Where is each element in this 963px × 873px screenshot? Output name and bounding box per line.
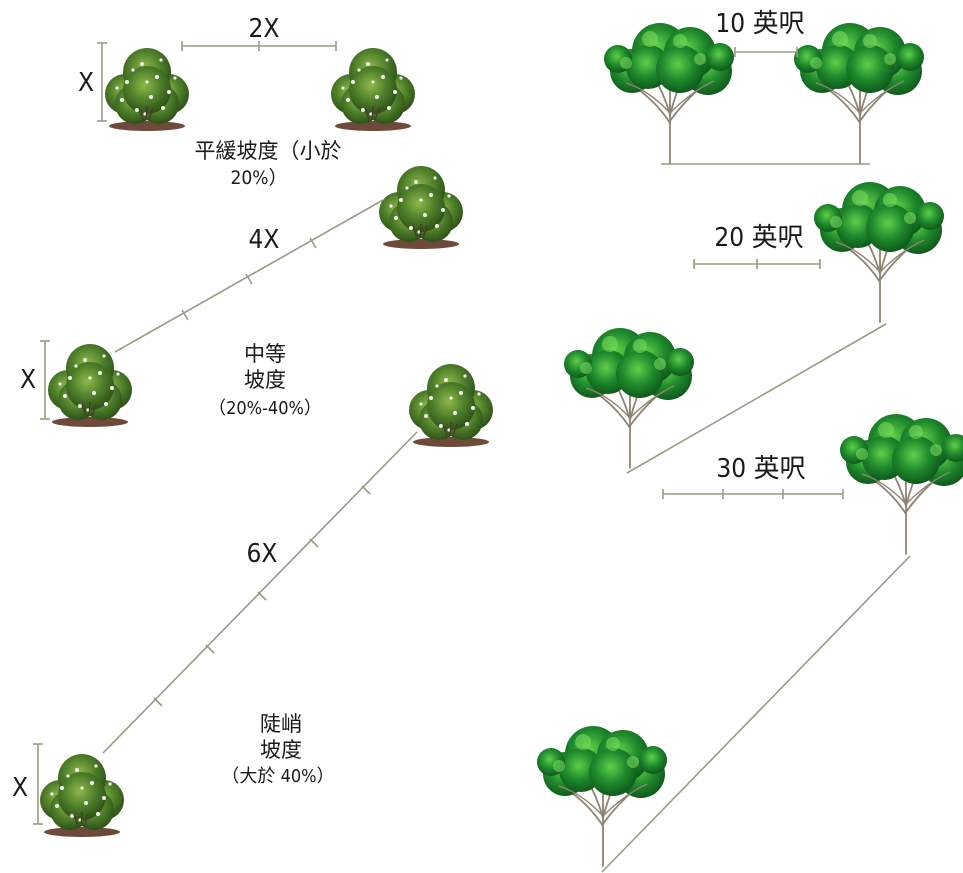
tree	[839, 413, 963, 555]
slope-caption-line1: 陡峭	[260, 712, 302, 736]
shrub-gentle-group: X 2X 平緩坡度（小於 20%）	[78, 14, 416, 189]
tree-moderate-group: 20 英呎	[563, 181, 945, 474]
spacing-label: 4X	[249, 225, 280, 255]
spacing-tick	[309, 538, 319, 548]
spacing-label: 20 英呎	[714, 223, 803, 253]
shrub	[39, 753, 125, 838]
slope-caption-line1: 平緩坡度（小於	[195, 139, 342, 163]
spacing-tick	[309, 237, 317, 249]
slope-line	[626, 323, 887, 474]
spacing-tick	[181, 309, 189, 321]
tree	[793, 22, 925, 164]
shrub-steep-group: X 6X 陡峭 坡度 （大於 40%）	[12, 363, 494, 838]
tree	[603, 22, 735, 164]
spacing-tick	[153, 697, 163, 707]
shrub	[378, 165, 464, 250]
slope-caption-line3: （20%-40%）	[208, 398, 322, 419]
shrub	[47, 343, 133, 428]
spacing-label: 10 英呎	[715, 9, 804, 39]
shrub	[104, 47, 190, 132]
slope-caption-line1: 中等	[244, 342, 286, 366]
spacing-label: 2X	[249, 14, 280, 44]
spacing-tick	[257, 591, 267, 601]
tree	[536, 725, 668, 867]
spacing-label: 30 英呎	[716, 454, 805, 484]
tree-gentle-group: 10 英呎	[603, 9, 925, 165]
slope-caption-line2: 坡度	[260, 738, 302, 762]
slope-caption-line3: （大於 40%）	[221, 766, 334, 787]
spacing-tick	[205, 644, 215, 654]
spacing-line	[102, 431, 418, 754]
slope-caption-line2: 20%）	[231, 167, 288, 189]
slope-line	[601, 555, 911, 873]
spacing-tick	[245, 273, 253, 285]
spacing-label: 6X	[247, 539, 278, 569]
height-label: X	[12, 773, 28, 803]
height-label: X	[20, 365, 36, 395]
tree	[813, 181, 945, 323]
spacing-tick	[361, 485, 371, 495]
tree-steep-group: 30 英呎	[536, 413, 963, 873]
tree	[563, 327, 695, 469]
shrub	[330, 47, 416, 132]
shrub	[408, 363, 494, 448]
height-label: X	[78, 68, 94, 98]
spacing-line	[114, 199, 384, 353]
slope-caption-line2: 坡度	[244, 368, 286, 392]
shrub-moderate-group: X 4X 中等 坡度 （20%-40%）	[20, 165, 464, 428]
